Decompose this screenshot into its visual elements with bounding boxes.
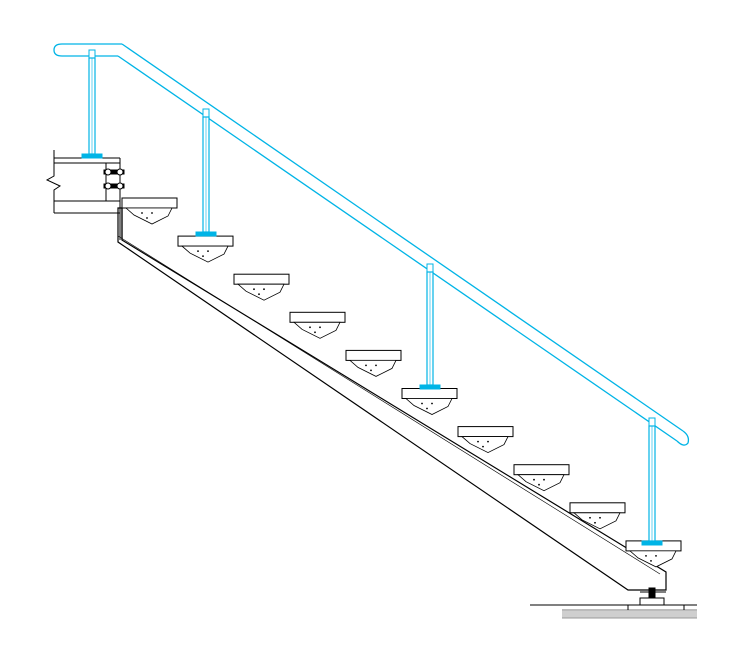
stair-treads <box>121 197 682 568</box>
stair-tread <box>289 311 346 339</box>
railing-post <box>195 108 217 237</box>
stair-tread <box>121 197 178 225</box>
railing-posts <box>81 49 663 546</box>
stair-tread <box>233 273 290 301</box>
railing-post <box>81 49 103 159</box>
railing-post <box>419 263 441 390</box>
stair-tread <box>457 426 514 454</box>
stair-tread <box>345 349 402 377</box>
stair-tread <box>569 502 626 530</box>
top-landing-beam <box>45 150 121 240</box>
ground-hatch <box>562 611 697 619</box>
handrail <box>53 43 690 446</box>
bottom-support <box>530 587 697 611</box>
stair-stringer <box>117 207 667 591</box>
railing-post <box>641 417 663 546</box>
stair-tread <box>177 235 234 263</box>
stair-tread <box>401 388 458 415</box>
connection-bolts <box>103 168 125 190</box>
stair-tread <box>513 464 570 492</box>
